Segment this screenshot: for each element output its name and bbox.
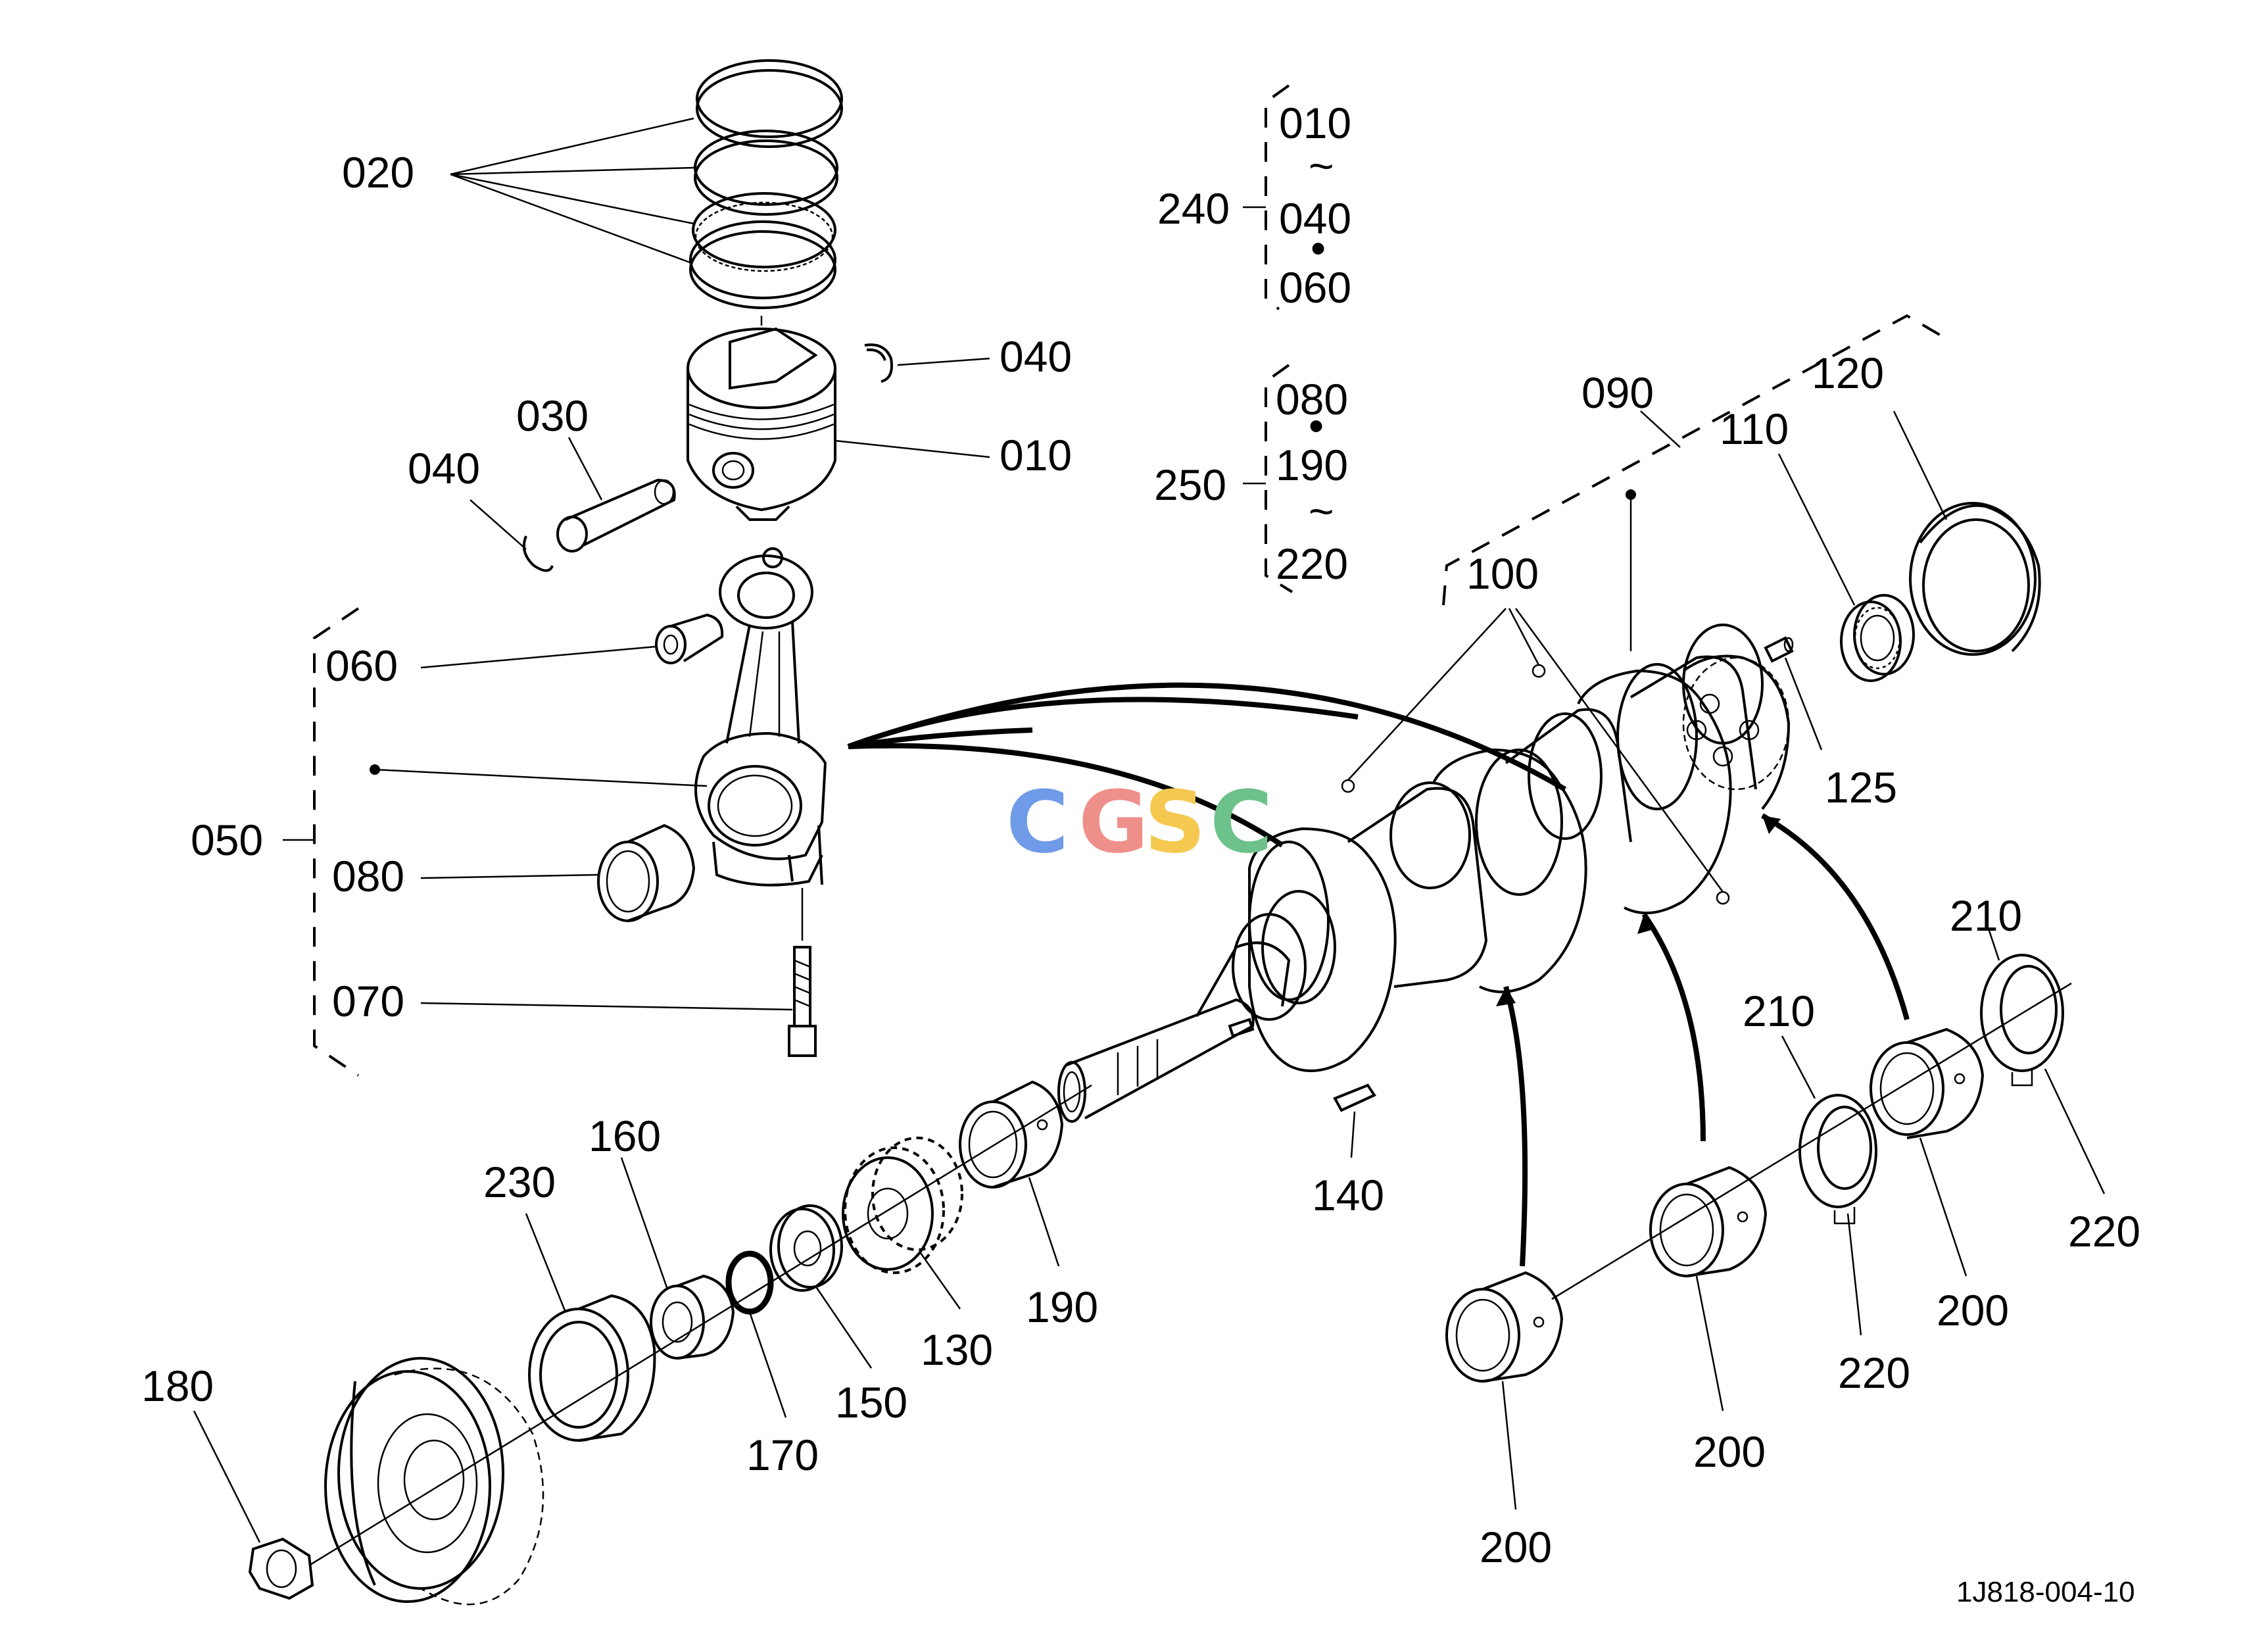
set-250-line-1: 080 <box>1276 375 1348 424</box>
part-labels: 020 040 030 010 040 060 050 080 070 090 … <box>141 148 2140 1571</box>
watermark-letter-c2: C <box>1210 772 1272 872</box>
crankshaft <box>1057 624 1791 1123</box>
drawing-number: 1J818-004-10 <box>1956 1576 2135 1608</box>
label-070: 070 <box>332 977 404 1025</box>
label-060: 060 <box>326 641 398 690</box>
label-020: 020 <box>342 148 414 197</box>
label-030: 030 <box>516 391 589 440</box>
set-240-line-4: • <box>1311 224 1326 272</box>
thrust-washer-upper <box>1798 1094 1877 1225</box>
label-220-left: 220 <box>1838 1348 1910 1397</box>
label-170: 170 <box>746 1431 819 1479</box>
piston-pin <box>556 478 676 553</box>
set-250-line-4: ~ <box>1309 487 1334 535</box>
label-200-a: 200 <box>1937 1286 2009 1335</box>
connecting-rod <box>694 547 827 887</box>
woodruff-key <box>1333 1083 1376 1112</box>
circlip-right <box>864 343 893 383</box>
circlip-left <box>523 535 554 572</box>
label-230: 230 <box>483 1158 556 1206</box>
piston-rings <box>689 59 843 309</box>
crankshaft-assembly-bracket <box>1442 314 1948 606</box>
rear-oil-seal <box>1909 502 2041 656</box>
piston <box>687 316 836 521</box>
label-160: 160 <box>589 1112 661 1160</box>
o-ring <box>725 1250 774 1315</box>
label-240: 240 <box>1157 184 1230 233</box>
label-150: 150 <box>835 1378 907 1427</box>
front-seal-collar <box>650 1274 735 1360</box>
label-180: 180 <box>141 1362 214 1410</box>
label-190: 190 <box>1026 1283 1098 1331</box>
assembly-arrows <box>847 682 1910 1267</box>
crankshaft-pulley <box>324 1357 544 1606</box>
big-end-bearing <box>597 823 696 922</box>
ball-bearing <box>1840 594 1915 682</box>
set-250-line-3: 190 <box>1276 441 1348 489</box>
label-200-c: 200 <box>1480 1523 1552 1571</box>
conrod-assembly-bracket <box>313 607 360 1077</box>
watermark-letter-c1: C <box>1006 772 1069 872</box>
rod-bolt <box>788 888 817 1057</box>
label-125: 125 <box>1825 763 1897 812</box>
leader-lines <box>193 117 2106 1543</box>
label-090: 090 <box>1581 368 1654 417</box>
front-oil-seal <box>528 1294 656 1442</box>
bearing-axis-line <box>1551 982 2072 1300</box>
front-axis-line <box>308 1084 1092 1567</box>
main-bearing-3 <box>1870 1027 1985 1139</box>
label-080: 080 <box>332 852 404 900</box>
set-250-line-2: • <box>1309 401 1324 450</box>
label-010: 010 <box>1000 431 1072 479</box>
set-250-line-5: 220 <box>1276 539 1348 588</box>
label-210-right: 210 <box>1950 891 2022 940</box>
label-220-right: 220 <box>2068 1207 2140 1256</box>
label-040-right: 040 <box>1000 332 1072 381</box>
label-210-left: 210 <box>1743 987 1815 1035</box>
set-240-bracket <box>1243 84 1290 310</box>
watermark-logo: C G S C <box>1006 772 1272 872</box>
set-240-labels: 240 010 ~ 040 • 060 <box>1157 99 1351 312</box>
label-100: 100 <box>1466 549 1539 598</box>
watermark-letter-g: G <box>1078 772 1149 872</box>
pulley-nut <box>248 1537 314 1600</box>
label-140: 140 <box>1312 1171 1384 1219</box>
label-120: 120 <box>1812 349 1884 397</box>
oil-plugs <box>1341 608 1730 905</box>
set-240-line-2: ~ <box>1309 141 1334 190</box>
label-130: 130 <box>921 1325 993 1374</box>
small-end-bush <box>655 613 724 664</box>
set-240-line-1: 010 <box>1279 99 1351 147</box>
label-050: 050 <box>191 816 263 864</box>
front-bushing <box>959 1080 1064 1189</box>
set-240-line-5: 060 <box>1279 263 1351 312</box>
watermark-letter-s: S <box>1144 772 1206 872</box>
label-110: 110 <box>1720 405 1789 453</box>
label-250: 250 <box>1154 460 1226 509</box>
dowel-pin <box>1764 636 1794 663</box>
set-250-labels: 250 080 • 190 ~ 220 <box>1154 375 1348 588</box>
thrust-washer-lower <box>1980 954 2064 1087</box>
set-250-bracket <box>1243 364 1293 593</box>
set-240-line-3: 040 <box>1279 194 1351 243</box>
main-bearing-2 <box>1649 1166 1768 1277</box>
collar <box>769 1204 843 1292</box>
main-bearing-1 <box>1445 1271 1564 1383</box>
label-200-b: 200 <box>1693 1427 1766 1476</box>
label-040-left: 040 <box>408 444 480 493</box>
crankshaft-gear <box>842 1137 963 1274</box>
